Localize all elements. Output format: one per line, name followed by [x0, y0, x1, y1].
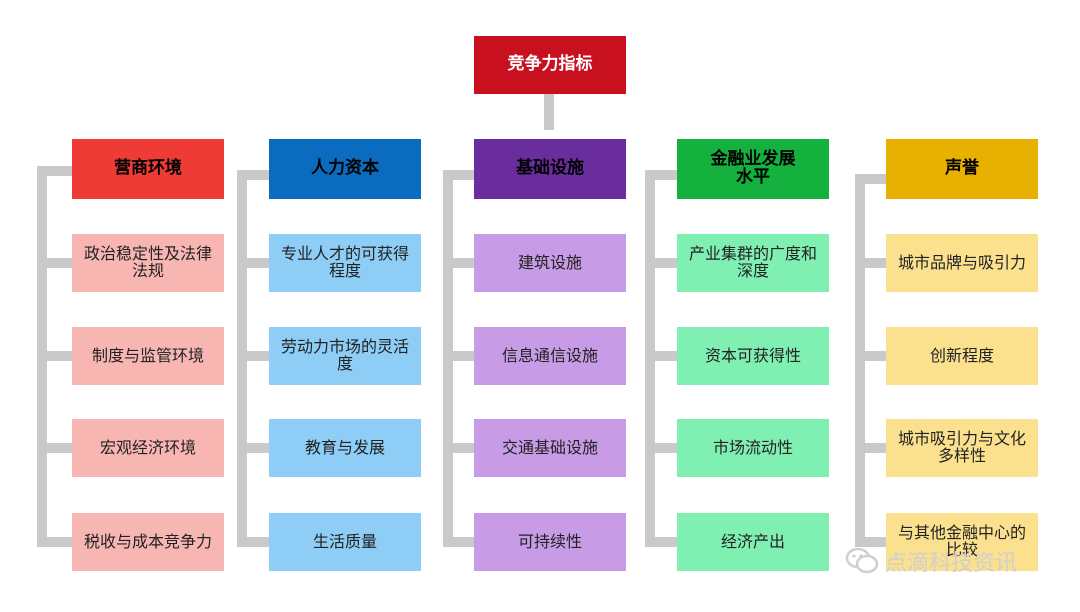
- root-connector: [544, 94, 554, 130]
- column-2-item-2: 劳动力市场的灵活度: [269, 327, 421, 385]
- column-5-connector-4: [855, 537, 886, 547]
- column-3-item-3: 交通基础设施: [474, 419, 626, 477]
- column-1-connector-1: [37, 258, 72, 268]
- column-2-item-1: 专业人才的可获得程度: [269, 234, 421, 292]
- column-5-item-3: 城市吸引力与文化多样性: [886, 419, 1038, 477]
- column-3-header: 基础设施: [474, 139, 626, 199]
- column-5-header: 声誉: [886, 139, 1038, 199]
- column-5-connector-3: [855, 443, 886, 453]
- column-2-bracket-top: [237, 170, 269, 180]
- column-2-connector-1: [237, 258, 269, 268]
- column-1-header: 营商环境: [72, 139, 224, 199]
- column-5-bracket-top: [855, 174, 886, 184]
- column-1-connector-4: [37, 537, 72, 547]
- column-1-item-1: 政治稳定性及法律法规: [72, 234, 224, 292]
- column-5-item-1: 城市品牌与吸引力: [886, 234, 1038, 292]
- column-2-item-4: 生活质量: [269, 513, 421, 571]
- root-node: 竞争力指标: [474, 36, 626, 94]
- column-2-connector-3: [237, 443, 269, 453]
- column-3-item-2: 信息通信设施: [474, 327, 626, 385]
- column-5-item-2: 创新程度: [886, 327, 1038, 385]
- column-3-connector-2: [443, 351, 474, 361]
- column-4-item-1: 产业集群的广度和深度: [677, 234, 829, 292]
- column-1-connector-2: [37, 351, 72, 361]
- column-1-bracket-top: [37, 166, 72, 176]
- column-3-connector-3: [443, 443, 474, 453]
- column-2-connector-2: [237, 351, 269, 361]
- column-1-item-4: 税收与成本竞争力: [72, 513, 224, 571]
- column-5-connector-2: [855, 351, 886, 361]
- column-1-item-3: 宏观经济环境: [72, 419, 224, 477]
- column-4-connector-1: [645, 258, 677, 268]
- column-4-item-4: 经济产出: [677, 513, 829, 571]
- column-3-connector-1: [443, 258, 474, 268]
- column-2-item-3: 教育与发展: [269, 419, 421, 477]
- column-4-header: 金融业发展水平: [677, 139, 829, 199]
- column-4-item-3: 市场流动性: [677, 419, 829, 477]
- column-2-header: 人力资本: [269, 139, 421, 199]
- column-3-connector-4: [443, 537, 474, 547]
- column-4-bracket-top: [645, 170, 677, 180]
- column-5-item-4: 与其他金融中心的比较: [886, 513, 1038, 571]
- column-1-connector-3: [37, 443, 72, 453]
- column-3-bracket-top: [443, 170, 474, 180]
- watermark-text: 点滴科技资讯: [885, 551, 1018, 576]
- column-2-connector-4: [237, 537, 269, 547]
- column-1-item-2: 制度与监管环境: [72, 327, 224, 385]
- column-4-item-2: 资本可获得性: [677, 327, 829, 385]
- column-5-connector-1: [855, 258, 886, 268]
- column-4-connector-2: [645, 351, 677, 361]
- column-4-connector-4: [645, 537, 677, 547]
- column-4-connector-3: [645, 443, 677, 453]
- column-3-item-1: 建筑设施: [474, 234, 626, 292]
- column-3-item-4: 可持续性: [474, 513, 626, 571]
- watermark: 点滴科技资讯: [845, 545, 1017, 577]
- wechat-icon: [845, 547, 879, 574]
